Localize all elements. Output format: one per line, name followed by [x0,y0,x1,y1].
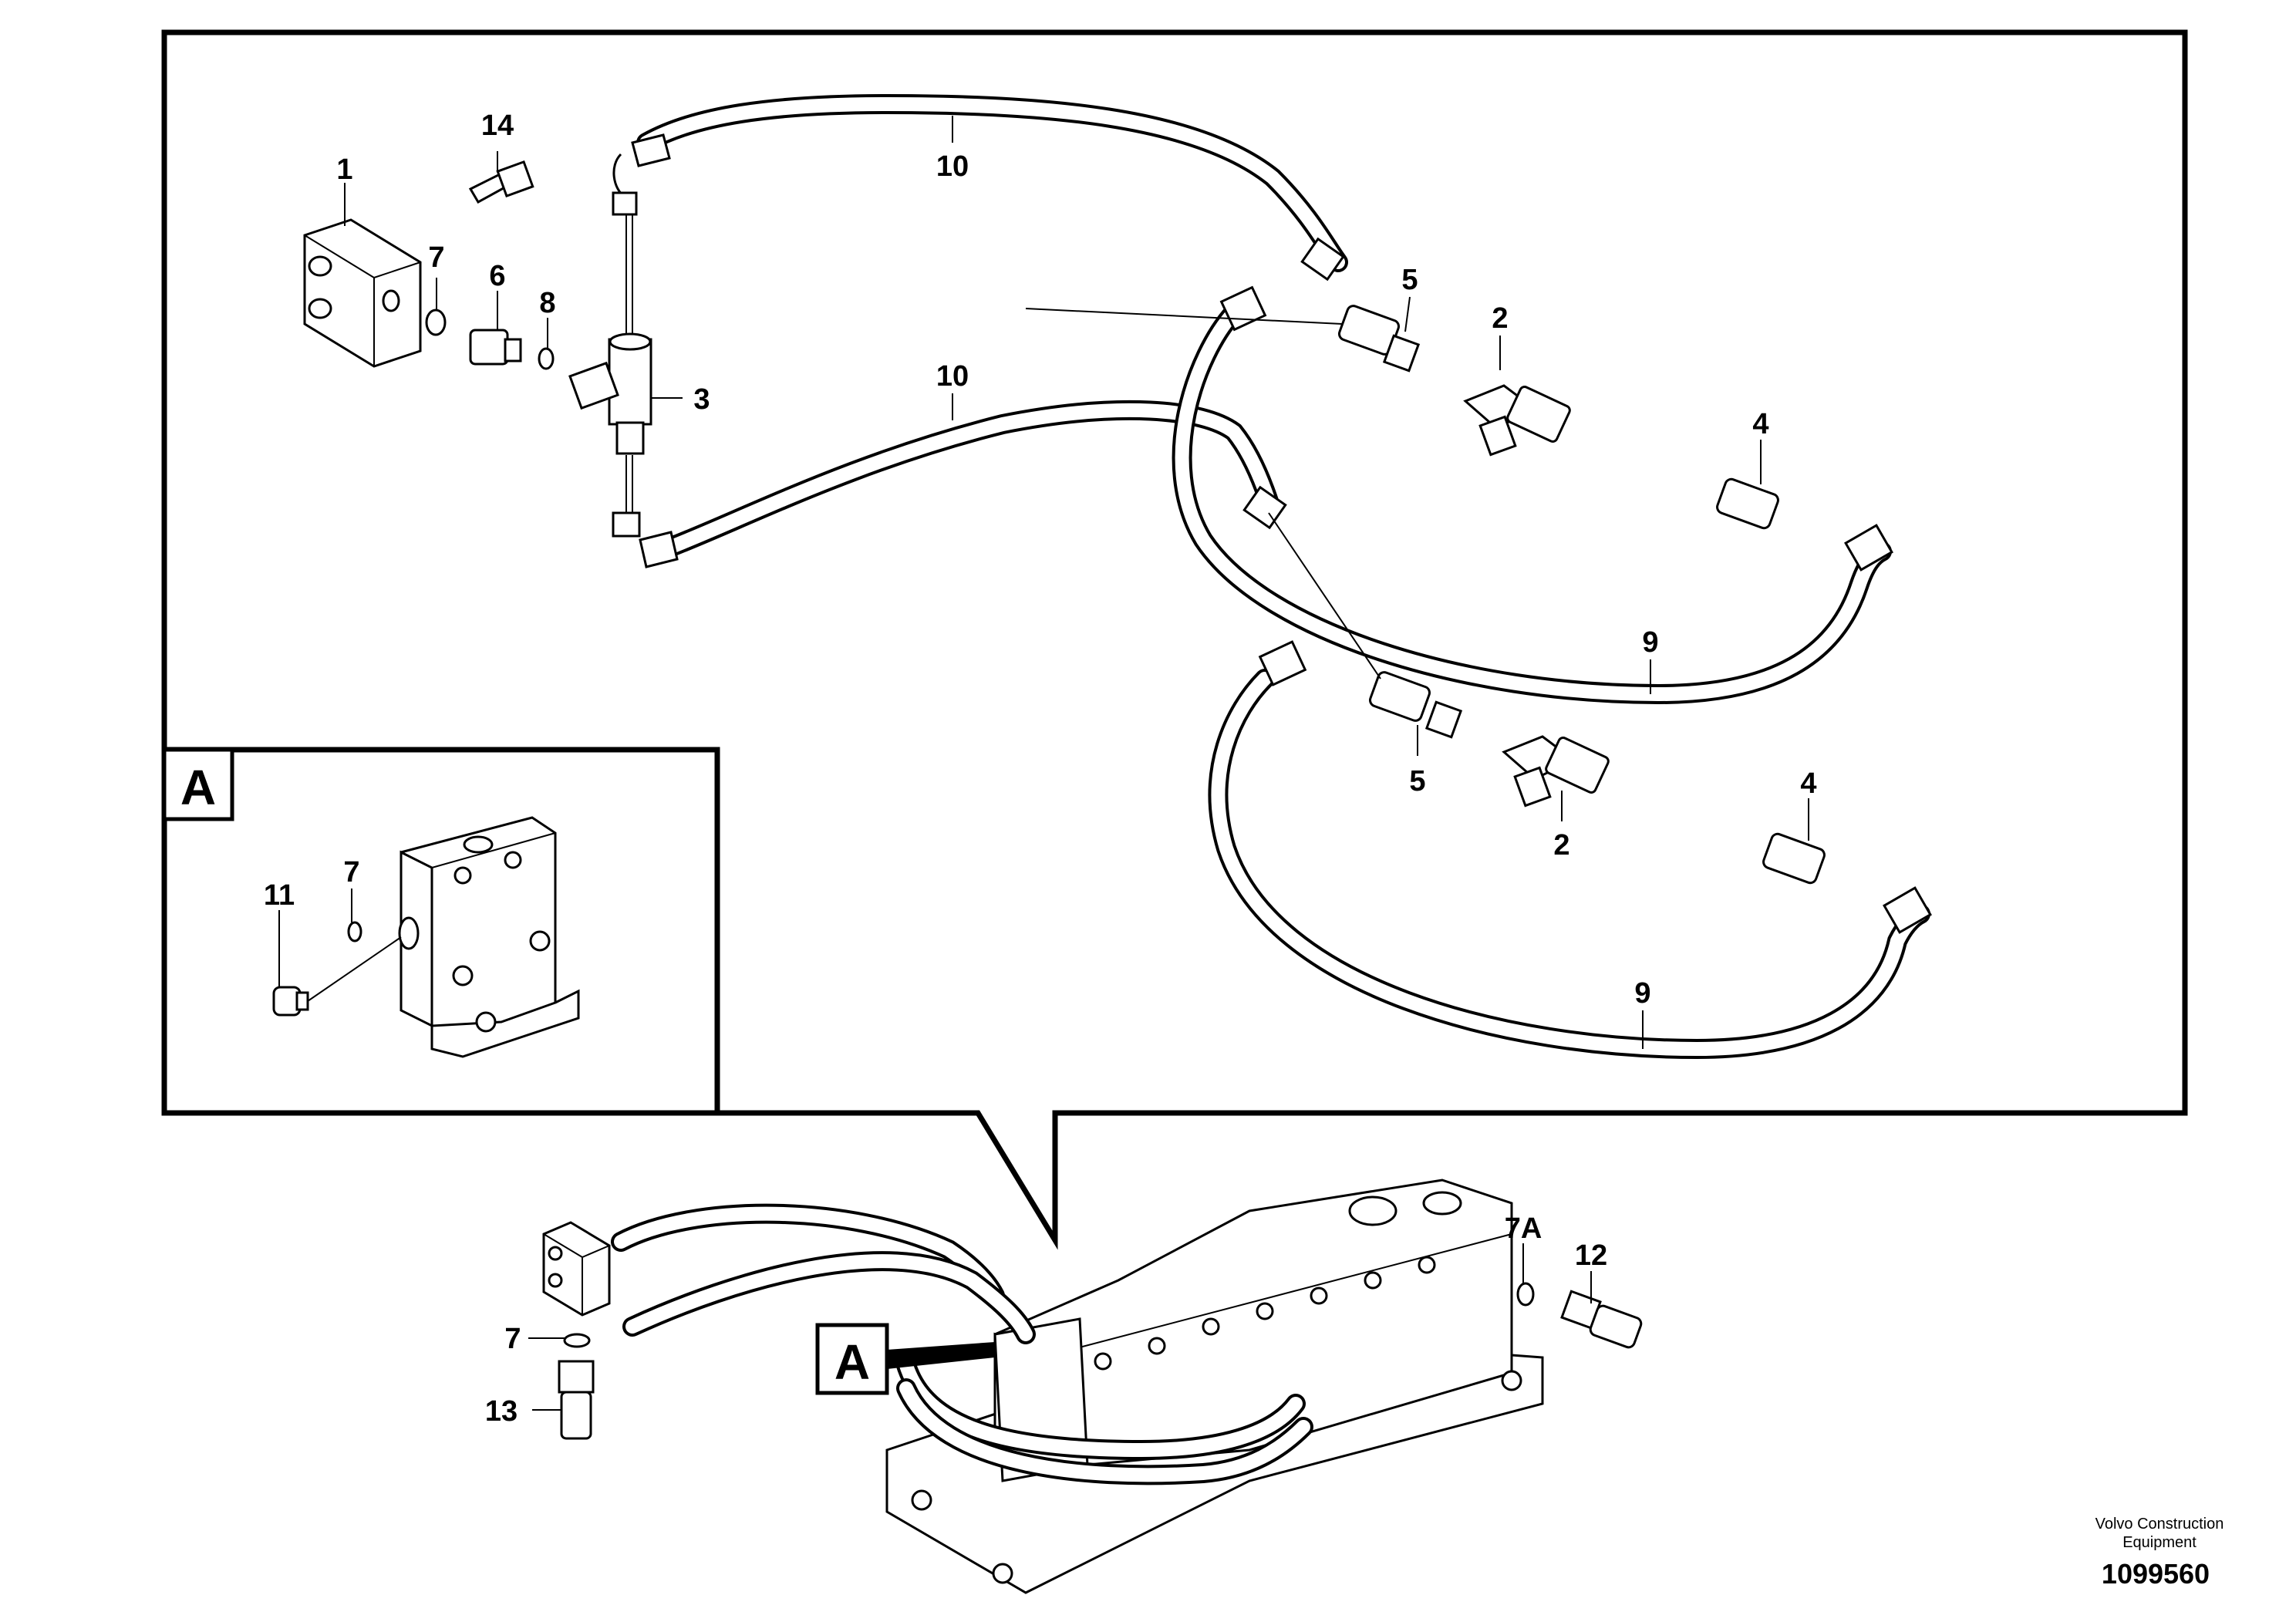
callout-12: 12 [1575,1239,1607,1272]
fitting-4-upper [1716,477,1779,530]
fitting-5-lower [1368,671,1463,739]
hose-9-upper [1172,285,1893,705]
lower-hoses [611,1203,1313,1485]
callout-2-lower: 2 [1553,829,1569,862]
o-ring-7A [1516,1282,1535,1307]
callout-8: 8 [539,287,555,319]
inset-tag-box [162,747,234,821]
document-number: 1099560 [2102,1558,2210,1590]
callout-1: 1 [336,153,352,186]
callout-3: 3 [693,383,710,416]
plug-11 [272,986,309,1017]
callout-7: 7 [428,241,444,274]
callout-5-upper: 5 [1401,264,1418,296]
inset-valve-block [398,816,580,1058]
o-ring-8 [538,347,555,370]
sensor-2-upper [1463,384,1571,457]
sensor-2-lower [1502,735,1610,808]
inset-tag: A [180,760,216,815]
main-tag: A [834,1334,870,1390]
main-tag-pointer [887,1342,995,1369]
callout-9-lower: 9 [1634,977,1650,1010]
callout-7-lower: 7 [504,1323,521,1355]
hose-10-lower [612,400,1287,568]
credit-line-2: Equipment [2122,1534,2197,1551]
callout-7A: 7A [1505,1212,1542,1245]
callout-4-upper: 4 [1752,408,1768,440]
o-ring-7-upper [425,309,447,336]
callout-4-lower: 4 [1800,767,1816,800]
fitting-4-lower [1762,832,1826,885]
callout-5-lower: 5 [1409,765,1425,798]
pressure-sensor-12 [1560,1290,1643,1349]
callout-2-upper: 2 [1492,302,1508,335]
credit-line-1: Volvo Construction [2095,1516,2224,1533]
tee-fitting-3 [568,332,652,455]
o-ring-7-lower [563,1333,591,1348]
callout-7-inset: 7 [343,856,359,889]
hose-9-lower [1208,640,1932,1060]
pressure-sensor-13 [558,1360,595,1440]
detail-frame [161,29,2188,1250]
callout-11: 11 [264,879,295,912]
block-1 [303,218,422,368]
bolt-14 [468,160,534,204]
inset-frame [161,747,720,1116]
callout-9-upper: 9 [1642,626,1658,659]
callout-14: 14 [481,110,514,142]
callout-6: 6 [489,260,505,292]
callout-10-lower: 10 [936,360,969,393]
o-ring-7-inset [347,921,362,943]
hose-10-upper [612,93,1348,282]
callout-13: 13 [485,1395,518,1428]
control-valve-assembly [885,1179,1544,1594]
lower-block [542,1221,611,1317]
fitting-5-upper [1337,305,1421,373]
callout-10-upper: 10 [936,150,969,183]
adapter-6 [469,329,522,366]
